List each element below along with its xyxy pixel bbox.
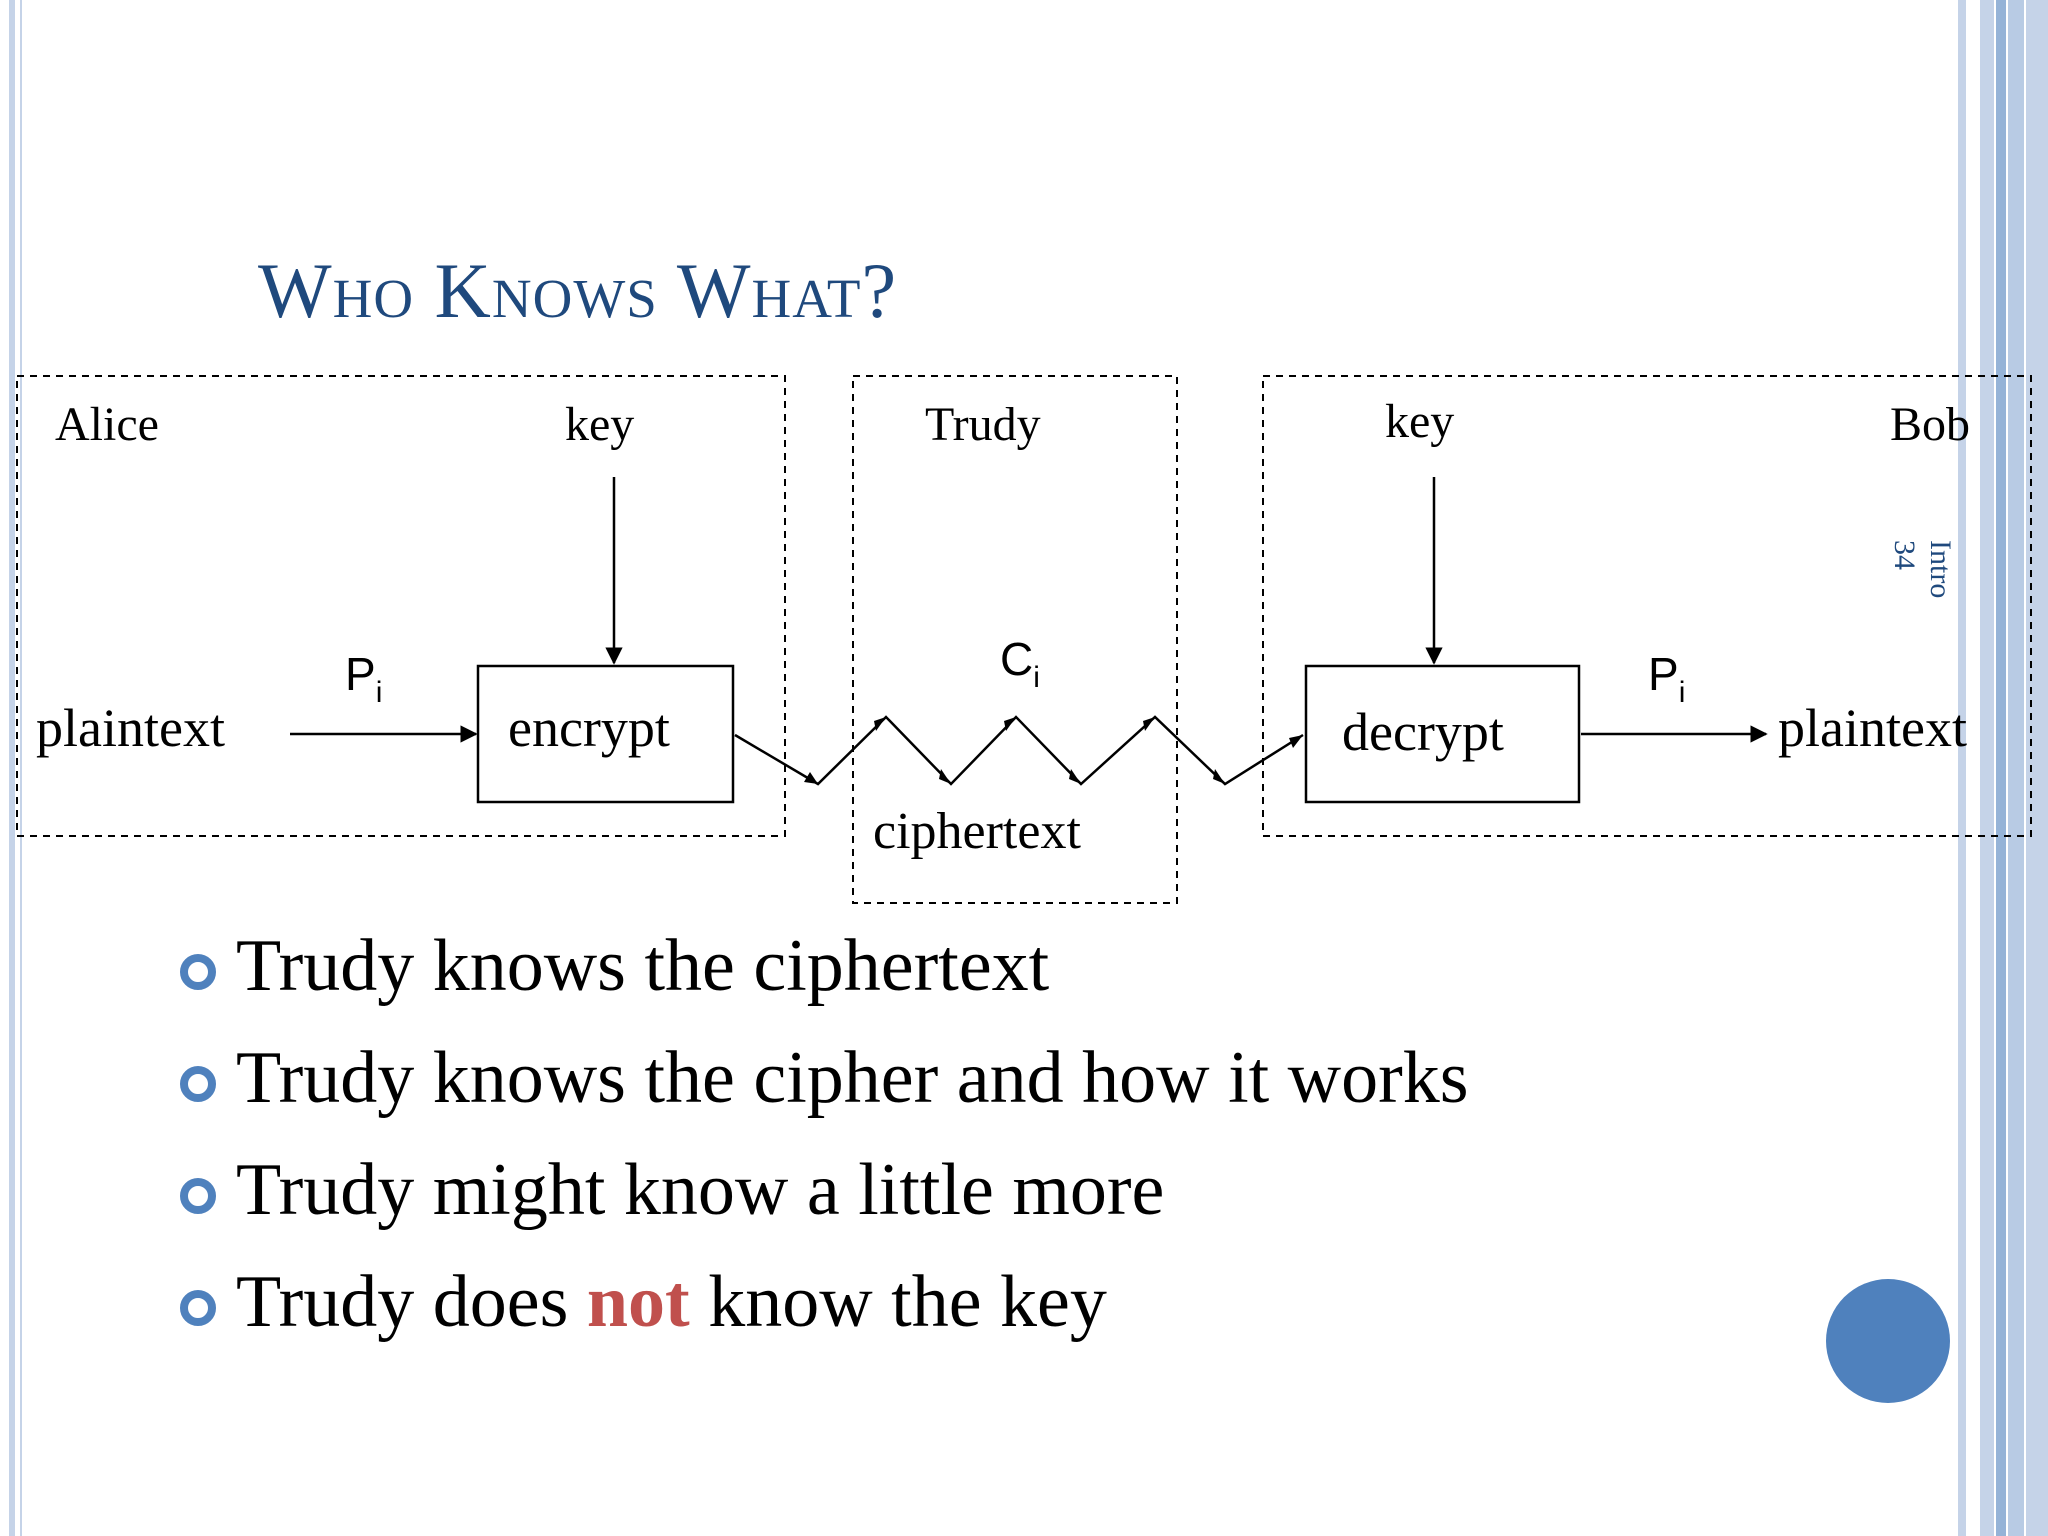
bullet-text: Trudy does [236,1261,587,1343]
bullet-item: Trudy might know a little more [236,1149,1164,1231]
zigzag-arrowhead-6 [1143,717,1155,731]
bullet-text: Trudy knows the ciphertext [236,925,1050,1007]
decrypt-label: decrypt [1342,702,1504,762]
c-subscript: Ci [1000,633,1040,694]
zigzag-arrowhead-4 [1004,717,1016,731]
right-border-band-4 [2008,0,2024,1536]
trudy-label: Trudy [925,398,1041,451]
zigzag-arrowhead-5 [1069,769,1081,784]
right-border-band-2 [1980,0,1994,1536]
bob-region-box [1262,375,2032,837]
zigzag-arrowhead-2 [874,717,886,731]
p-subscript-right: Pi [1648,648,1685,709]
slide-number-group: Intro 34 [1888,540,1957,598]
bullet-marker-icon [180,954,216,990]
bullet-text: Trudy knows the cipher and how it works [236,1037,1469,1119]
p-index-left: i [376,676,383,709]
bullet-emphasis: not [587,1261,690,1343]
p-index-right: i [1679,676,1686,709]
bullet-item: Trudy knows the cipher and how it works [236,1037,1469,1119]
slide-number: 34 [1888,540,1921,570]
decorative-circle [1826,1279,1950,1403]
p-symbol-right: P [1648,648,1679,700]
zigzag-arrowhead-7 [1213,769,1225,784]
key-label-alice: key [565,398,634,451]
bullet-marker-icon [180,1290,216,1326]
zigzag-arrowhead-3 [939,769,951,784]
bullet-item: Trudy does not know the key [236,1261,1107,1343]
bullet-marker-icon [180,1178,216,1214]
encrypt-label: encrypt [508,698,670,758]
c-symbol: C [1000,633,1033,685]
bullet-text: know the key [690,1261,1107,1343]
plaintext-left-label: plaintext [36,698,225,758]
p-symbol-left: P [345,648,376,700]
bullet-text: Trudy might know a little more [236,1149,1164,1231]
left-border-thin [20,0,22,1536]
bullet-marker-icon [180,1066,216,1102]
right-border-band-1 [1958,0,1966,1536]
plaintext-right-label: plaintext [1778,698,1967,758]
zigzag-arrowhead-1 [804,772,818,784]
bullet-item: Trudy knows the ciphertext [236,925,1050,1007]
key-label-bob: key [1385,395,1454,448]
right-border-band-3 [1996,0,2006,1536]
alice-region-box [16,375,786,837]
slide-label: Intro [1924,540,1957,598]
left-border-thick [9,0,15,1536]
zigzag-arrowhead-8 [1289,735,1303,748]
decrypt-box [1304,664,1581,804]
ciphertext-label: ciphertext [873,803,1081,860]
encrypt-box [476,664,735,804]
alice-label: Alice [55,398,159,451]
p-subscript-left: Pi [345,648,382,709]
right-border-band-5 [2026,0,2048,1536]
bob-label: Bob [1890,398,1970,451]
trudy-region-box [852,375,1178,904]
slide-title: Who Knows What? [258,247,897,334]
c-index: i [1033,661,1040,694]
